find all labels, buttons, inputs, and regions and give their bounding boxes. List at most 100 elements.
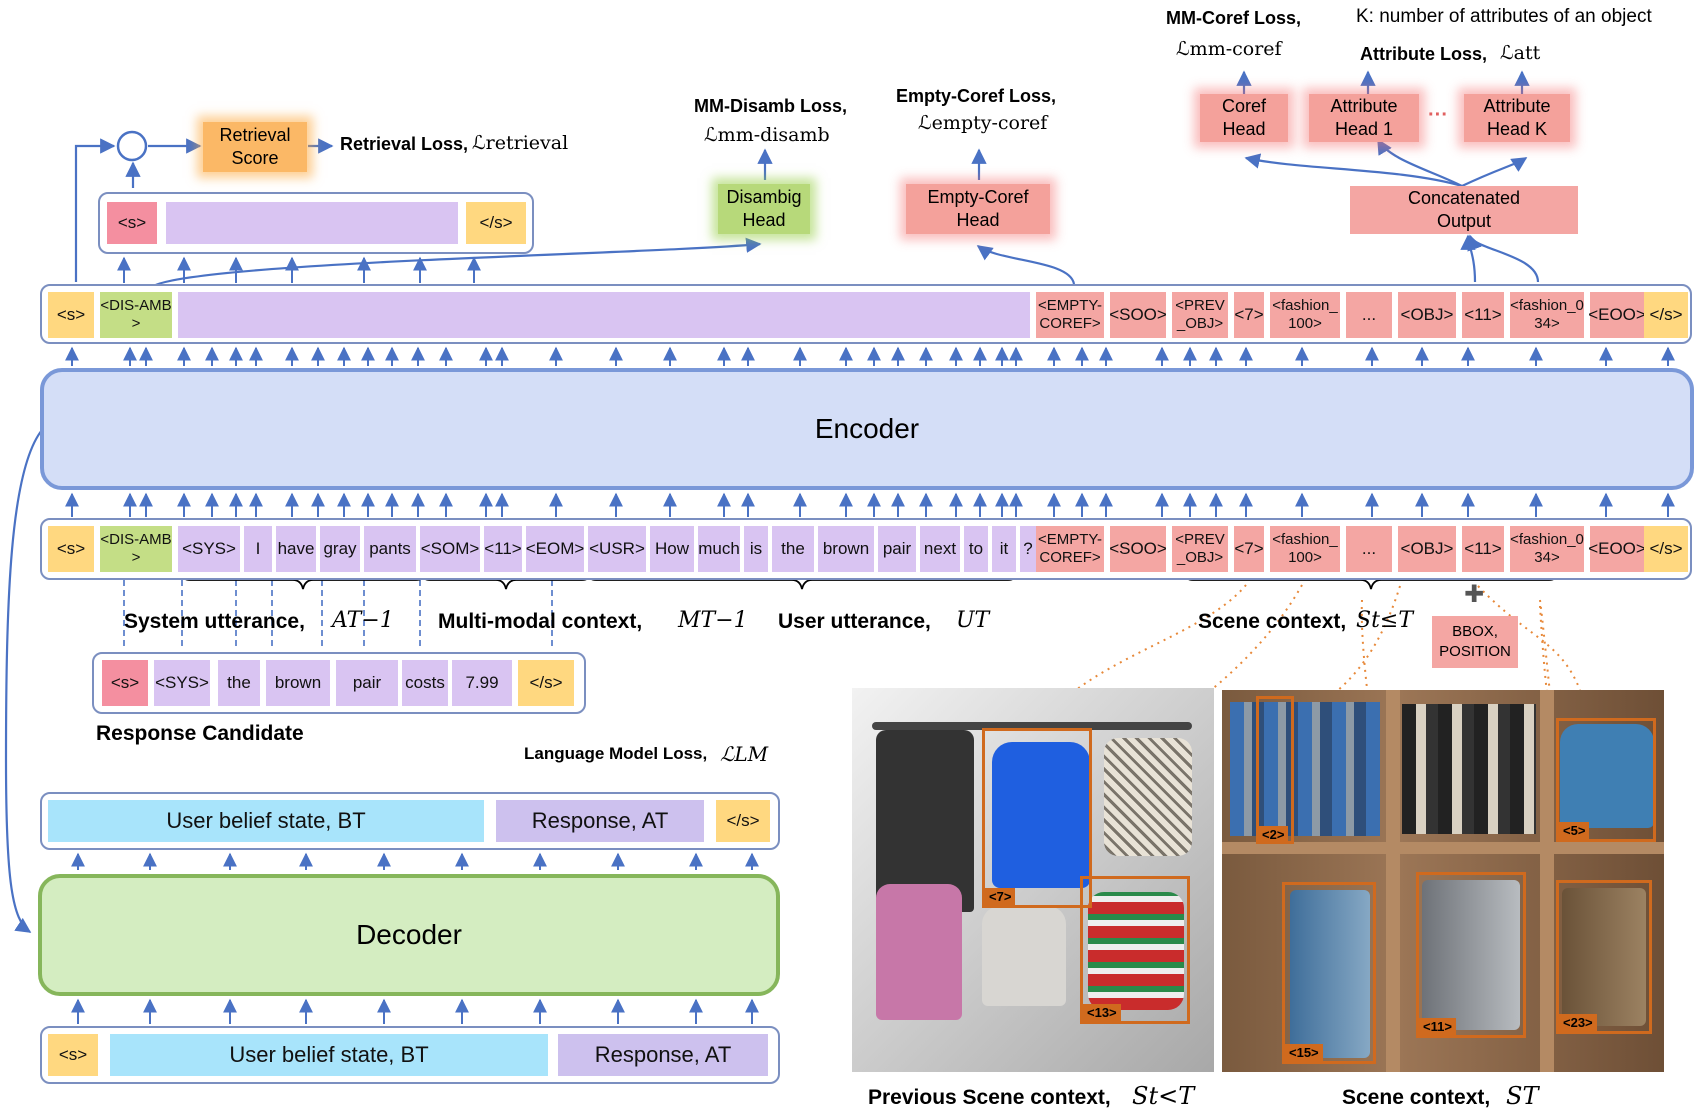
mm-disamb-loss-label: MM-Disamb Loss, xyxy=(694,96,848,116)
brown-pants xyxy=(1562,888,1646,1026)
blue-jeans xyxy=(1290,890,1370,1058)
retrieval-sequence-block xyxy=(166,202,458,244)
k-attributes-note: K: number of attributes of an object xyxy=(1356,6,1652,27)
enc-in-token-31: </s> xyxy=(1644,526,1688,572)
bbox-11 xyxy=(1416,872,1526,1038)
decoder-input-response: Response, AT xyxy=(558,1034,768,1076)
previous-scene-image: <7> <13> xyxy=(852,688,1214,1072)
enc-out-token-10: <11> xyxy=(1462,292,1504,338)
disambig-head: Disambig Head xyxy=(718,184,810,234)
attribute-heads-ellipsis: ··· xyxy=(1428,104,1448,126)
attribute-loss-label: Attribute Loss, xyxy=(1360,44,1488,64)
resp-cand-token-0: <s> xyxy=(102,660,148,706)
enc-in-token-11: How xyxy=(650,526,694,572)
resp-cand-token-5: costs xyxy=(402,660,448,706)
blue-hoodie xyxy=(1560,724,1654,828)
enc-in-token-13: is xyxy=(744,526,768,572)
enc-out-token-5: <PREV_OBJ> xyxy=(1172,292,1228,338)
mm-coref-loss-label: MM-Coref Loss, xyxy=(1166,8,1301,28)
bbox-23 xyxy=(1556,880,1652,1034)
enc-out-token-3: <EMPTY-COREF> xyxy=(1036,292,1104,338)
scene-context-math: St≤T xyxy=(1356,608,1414,633)
concatenated-output-box: Concatenated Output xyxy=(1350,186,1578,234)
enc-in-token-12: much xyxy=(698,526,740,572)
enc-in-token-19: it xyxy=(992,526,1016,572)
enc-out-token-1: <DIS-AMB> xyxy=(100,292,172,338)
mm-disamb-loss-math: ℒmm-disamb xyxy=(704,124,830,146)
decoder-input-belief-state: User belief state, BT xyxy=(110,1034,548,1076)
attribute-head-1: Attribute Head 1 xyxy=(1309,94,1419,142)
hanging-clothes-left xyxy=(1230,702,1380,836)
multimodal-context-label: Multi-modal context, xyxy=(438,610,643,633)
resp-cand-token-6: 7.99 xyxy=(452,660,512,706)
user-utterance-label: User utterance, xyxy=(778,610,931,633)
lm-loss-math: ℒLM xyxy=(720,742,769,766)
enc-in-token-23: <PREV_OBJ> xyxy=(1172,526,1228,572)
resp-cand-token-7: </s> xyxy=(518,660,574,706)
decoder-output-belief-state: User belief state, BT xyxy=(48,800,484,842)
enc-in-token-24: <7> xyxy=(1234,526,1264,572)
user-utterance-math: UT xyxy=(956,608,990,633)
enc-out-token-7: <fashion_100> xyxy=(1270,292,1340,338)
bbox-7 xyxy=(982,728,1092,908)
response-candidate-label: Response Candidate xyxy=(96,722,304,745)
scene-context-label: Scene context, xyxy=(1198,610,1347,633)
system-utterance-math: AT−1 xyxy=(332,608,394,633)
enc-in-token-8: <11> xyxy=(484,526,522,572)
encoder-block: Encoder xyxy=(40,368,1694,490)
enc-in-token-18: to xyxy=(964,526,988,572)
attribute-head-k: Attribute Head K xyxy=(1464,94,1570,142)
plus-icon: ✚ xyxy=(1464,581,1485,608)
enc-in-token-1: <DIS-AMB> xyxy=(100,526,172,572)
bbox-13 xyxy=(1080,876,1190,1024)
enc-in-token-14: the xyxy=(772,526,814,572)
enc-in-token-9: <EOM> xyxy=(526,526,584,572)
multimodal-context-math: MT−1 xyxy=(678,608,748,633)
bbox-2 xyxy=(1256,696,1294,844)
enc-in-token-22: <SOO> xyxy=(1109,526,1167,572)
enc-out-token-12: <EOO> xyxy=(1588,292,1646,338)
shelf-divider-1 xyxy=(1386,690,1400,1072)
bbox-5 xyxy=(1556,718,1656,842)
coref-head: Coref Head xyxy=(1200,94,1288,142)
decoder-output-end-token: </s> xyxy=(716,800,770,842)
lm-loss-label: Language Model Loss, xyxy=(524,744,708,763)
enc-in-token-16: pair xyxy=(878,526,916,572)
enc-in-token-25: <fashion_100> xyxy=(1270,526,1340,572)
dark-coat xyxy=(876,730,974,912)
enc-in-token-5: gray xyxy=(320,526,360,572)
bbox-position-box: BBOX, POSITION xyxy=(1432,616,1518,668)
enc-in-token-28: <11> xyxy=(1462,526,1504,572)
current-scene-caption: Scene context, xyxy=(1342,1086,1491,1109)
blue-jacket xyxy=(992,742,1090,888)
enc-out-token-8: ... xyxy=(1346,292,1392,338)
retrieval-end-token: </s> xyxy=(466,202,526,244)
retrieval-loss-math: ℒretrieval xyxy=(472,132,569,154)
enc-out-token-0: <s> xyxy=(48,292,94,338)
empty-coref-loss-label: Empty-Coref Loss, xyxy=(896,86,1057,106)
enc-in-token-15: brown xyxy=(818,526,874,572)
grey-jeans xyxy=(1422,880,1520,1030)
decoder-block: Decoder xyxy=(38,874,780,996)
empty-coref-loss-math: ℒempty-coref xyxy=(918,112,1048,134)
bbox-15 xyxy=(1282,882,1376,1064)
enc-in-token-6: pants xyxy=(364,526,416,572)
enc-out-token-9: <OBJ> xyxy=(1398,292,1456,338)
enc-out-token-6: <7> xyxy=(1234,292,1264,338)
hanging-clothes-middle xyxy=(1402,704,1536,834)
enc-in-token-7: <SOM> xyxy=(420,526,480,572)
resp-cand-token-4: pair xyxy=(336,660,398,706)
enc-in-token-2: <SYS> xyxy=(178,526,240,572)
current-scene-math: ST xyxy=(1506,1082,1539,1110)
enc-in-token-29: <fashion_034> xyxy=(1510,526,1584,572)
empty-coref-head: Empty-Coref Head xyxy=(906,184,1050,234)
retrieval-start-token: <s> xyxy=(107,202,157,244)
pink-shirt xyxy=(876,884,962,1020)
enc-in-token-0: <s> xyxy=(48,526,94,572)
resp-cand-token-2: the xyxy=(218,660,260,706)
enc-in-token-26: ... xyxy=(1346,526,1392,572)
system-utterance-label: System utterance, xyxy=(124,610,305,633)
rail xyxy=(872,722,1192,730)
enc-out-token-4: <SOO> xyxy=(1109,292,1167,338)
bbox-15-label: <15> xyxy=(1285,1044,1323,1061)
